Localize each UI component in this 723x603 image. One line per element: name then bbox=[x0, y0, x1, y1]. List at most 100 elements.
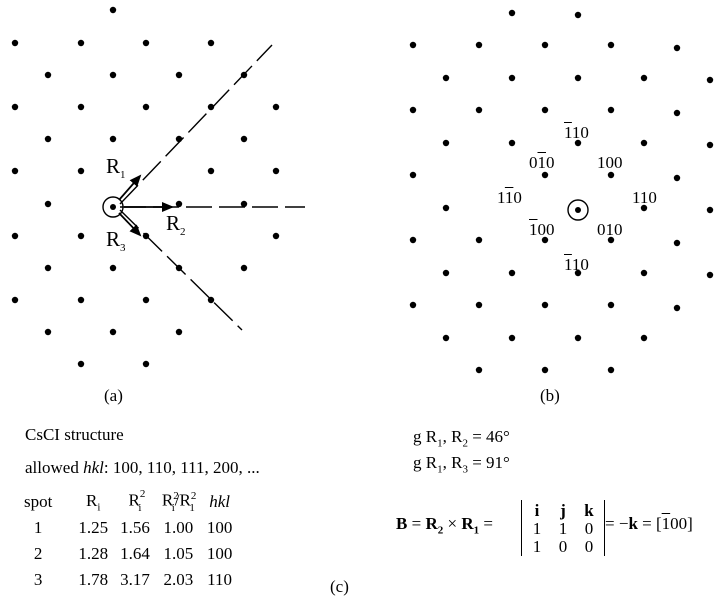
diffraction-spot bbox=[607, 106, 615, 114]
lattice-point bbox=[272, 232, 280, 240]
vector-r3-arrow bbox=[118, 212, 142, 237]
lattice-point bbox=[272, 103, 280, 111]
matrix-cell: j bbox=[560, 501, 566, 520]
lattice-point bbox=[142, 103, 150, 111]
cell-spot: 3 bbox=[33, 570, 43, 589]
vector-label-r3: R3 bbox=[106, 227, 126, 255]
lattice-point bbox=[175, 328, 183, 336]
diffraction-spot bbox=[706, 76, 714, 84]
matrix-cell: 1 bbox=[532, 537, 542, 556]
diffraction-spot bbox=[508, 334, 516, 342]
diffraction-spot bbox=[607, 41, 615, 49]
lattice-point bbox=[11, 232, 19, 240]
matrix-cell: 0 bbox=[584, 537, 594, 556]
lattice-point bbox=[109, 328, 117, 336]
diffraction-spot bbox=[409, 301, 417, 309]
cell-hkl: 100 bbox=[206, 544, 233, 563]
diffraction-spot bbox=[673, 44, 681, 52]
diffraction-spot bbox=[673, 109, 681, 117]
cell-r: 1.78 bbox=[78, 570, 109, 589]
diffraction-spot bbox=[673, 239, 681, 247]
cell-ratio: 1.00 bbox=[163, 518, 194, 537]
lattice-point bbox=[175, 71, 183, 79]
diffraction-spot bbox=[442, 139, 450, 147]
diffraction-spot bbox=[640, 139, 648, 147]
allowed-hkl-line: allowed hkl: 100, 110, 111, 200, ... bbox=[25, 458, 260, 477]
diffraction-spot bbox=[607, 236, 615, 244]
diffraction-spot bbox=[607, 301, 615, 309]
cell-ratio: 1.05 bbox=[163, 544, 194, 563]
diffraction-spot bbox=[640, 269, 648, 277]
spot-label-0m10: 010 bbox=[529, 153, 555, 172]
lattice-point bbox=[142, 360, 150, 368]
dash-line-lower bbox=[119, 209, 243, 331]
matrix-cell: k bbox=[584, 501, 594, 520]
spot-label-m110-bottom: 110 bbox=[564, 255, 589, 274]
lattice-point bbox=[207, 39, 215, 47]
cell-r2: 1.64 bbox=[120, 544, 150, 563]
diffraction-spot bbox=[574, 74, 582, 82]
diffraction-spot bbox=[673, 304, 681, 312]
vector-label-r2: R2 bbox=[166, 211, 186, 239]
header-ratio: R2i/R21 bbox=[161, 490, 197, 514]
vector-label-r1: R1 bbox=[106, 154, 126, 182]
diffraction-spot bbox=[442, 204, 450, 212]
diffraction-spot bbox=[409, 106, 417, 114]
diffraction-spot bbox=[607, 366, 615, 374]
lattice-point bbox=[44, 71, 52, 79]
diffraction-spot bbox=[442, 74, 450, 82]
cell-spot: 1 bbox=[33, 518, 43, 537]
matrix-cell: 1 bbox=[532, 519, 542, 538]
vector-r1-arrow bbox=[118, 174, 142, 201]
origin-dot-b bbox=[575, 207, 581, 213]
header-r2: R2i bbox=[128, 488, 146, 514]
lattice-point bbox=[142, 296, 150, 304]
lattice-point bbox=[240, 264, 248, 272]
lattice-point bbox=[240, 200, 248, 208]
diffraction-spot bbox=[508, 9, 516, 17]
diffraction-spot bbox=[475, 41, 483, 49]
spot-table: spot Ri R2i R2i/R21 hkl 1 1.25 1.56 1.00… bbox=[18, 488, 238, 593]
diffraction-spot bbox=[442, 269, 450, 277]
diffraction-spot bbox=[574, 269, 582, 277]
diffraction-spot bbox=[640, 334, 648, 342]
diffraction-spot bbox=[574, 11, 582, 19]
lattice-point bbox=[77, 296, 85, 304]
origin-ring-b bbox=[567, 199, 589, 221]
diffraction-spot bbox=[541, 366, 549, 374]
structure-title: CsCI structure bbox=[25, 425, 124, 444]
diffraction-spot bbox=[541, 301, 549, 309]
lattice-point bbox=[77, 103, 85, 111]
diffraction-spot bbox=[541, 236, 549, 244]
lattice-point bbox=[77, 360, 85, 368]
diffraction-spot bbox=[640, 74, 648, 82]
lattice-point bbox=[77, 39, 85, 47]
determinant-matrix: i j k 1 1 0 1 0 0 bbox=[521, 500, 605, 556]
spot-label-010: 010 bbox=[597, 220, 623, 239]
lattice-point bbox=[77, 232, 85, 240]
diffraction-spot bbox=[508, 139, 516, 147]
spot-label-m110-top: 110 bbox=[564, 123, 589, 142]
lattice-point bbox=[207, 103, 215, 111]
lattice-point bbox=[142, 39, 150, 47]
lattice-point bbox=[272, 167, 280, 175]
lattice-point bbox=[207, 167, 215, 175]
lattice-point bbox=[240, 135, 248, 143]
cell-r2: 1.56 bbox=[120, 518, 150, 537]
diffraction-spot bbox=[409, 236, 417, 244]
lattice-point bbox=[11, 296, 19, 304]
cross-product-lhs: B = R2 × R1 = bbox=[396, 514, 493, 537]
lattice-point bbox=[11, 167, 19, 175]
dash-line-upper bbox=[119, 44, 273, 205]
origin-ring-a bbox=[102, 196, 124, 218]
diffraction-spot bbox=[541, 106, 549, 114]
table-row: 3 1.78 3.17 2.03 110 bbox=[18, 567, 238, 593]
lattice-point bbox=[109, 71, 117, 79]
diffraction-spot bbox=[409, 41, 417, 49]
lattice-point bbox=[44, 135, 52, 143]
panel-c-label: (c) bbox=[330, 577, 349, 596]
diffraction-spot bbox=[673, 174, 681, 182]
diffraction-spot bbox=[706, 141, 714, 149]
